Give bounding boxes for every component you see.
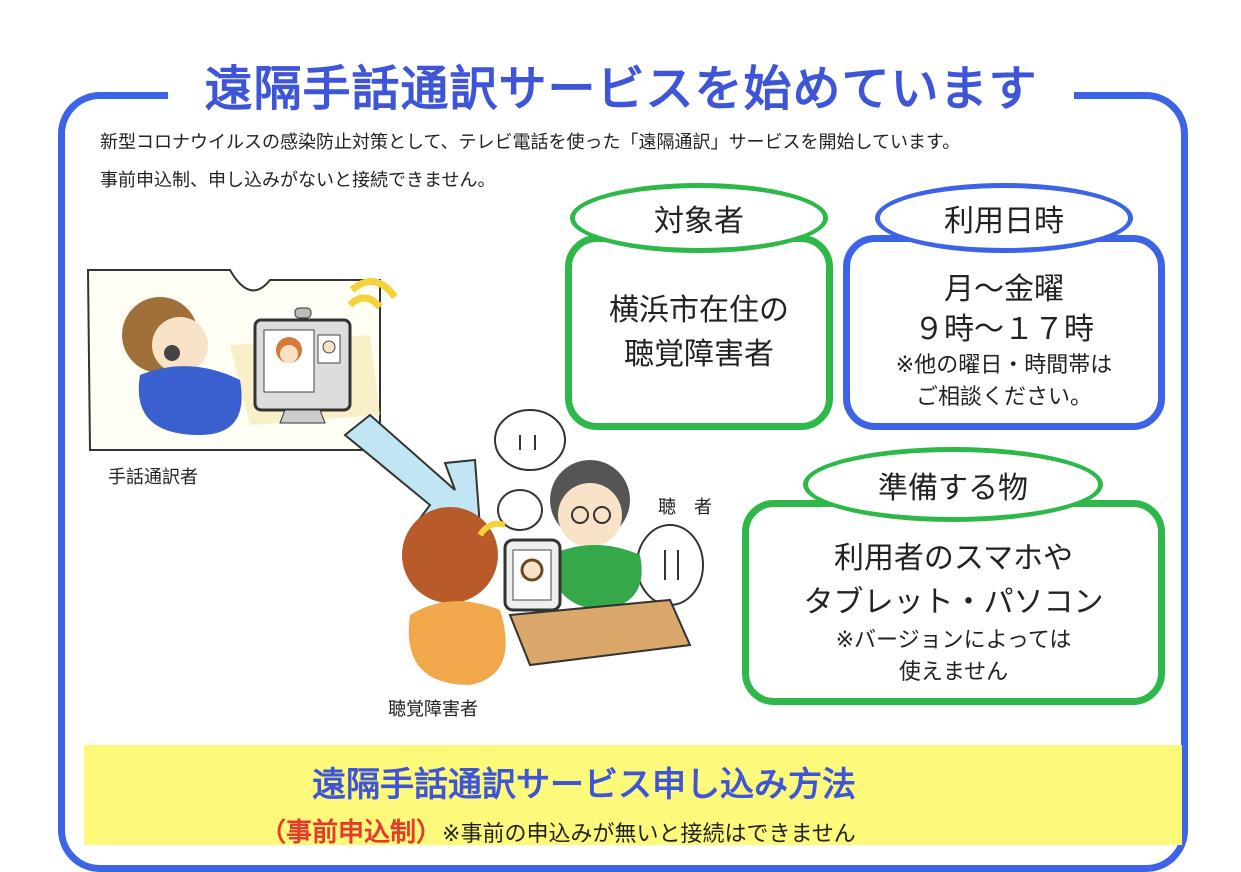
target-box: 横浜市在住の 聴覚障害者 bbox=[565, 235, 833, 430]
apply-sub-note: ※事前の申込みが無いと接続はできません bbox=[442, 822, 856, 847]
target-line-1: 横浜市在住の bbox=[609, 292, 789, 328]
prepare-note-2: 使えません bbox=[898, 659, 1009, 685]
apply-subtitle: （事前申込制）※事前の申込みが無いと接続はできません bbox=[260, 812, 856, 849]
hours-note-2: ご相談ください。 bbox=[915, 384, 1092, 410]
apply-band bbox=[84, 745, 1182, 845]
prepare-line-2: タブレット・パソコン bbox=[803, 584, 1104, 620]
prepare-note-1: ※バージョンによっては bbox=[835, 627, 1072, 653]
caption-interpreter: 手話通訳者 bbox=[108, 467, 198, 488]
intro-line-1: 新型コロナウイルスの感染防止対策として、テレビ電話を使った「遠隔通訳」サービスを… bbox=[100, 132, 961, 153]
prepare-line-1: 利用者のスマホや bbox=[833, 540, 1074, 576]
apply-sub-strong: （事前申込制） bbox=[260, 818, 443, 848]
hours-line-2: ９時～１７時 bbox=[914, 311, 1094, 347]
target-line-2: 聴覚障害者 bbox=[624, 336, 774, 372]
intro-line-2: 事前申込制、申し込みがないと接続できません。 bbox=[100, 170, 496, 191]
prepare-box: 利用者のスマホや タブレット・パソコン ※バージョンによっては 使えません bbox=[742, 500, 1165, 705]
remote-interpretation-illustration bbox=[86, 269, 704, 685]
hours-box: 月～金曜 ９時～１７時 ※他の曜日・時間帯は ご相談ください。 bbox=[843, 235, 1165, 430]
caption-deaf: 聴覚障害者 bbox=[388, 699, 478, 720]
hours-line-1: 月～金曜 bbox=[944, 271, 1064, 307]
apply-title: 遠隔手話通訳サービス申し込み方法 bbox=[312, 765, 856, 805]
caption-hearing: 聴 者 bbox=[658, 497, 712, 518]
target-label: 対象者 bbox=[570, 183, 828, 253]
hours-label: 利用日時 bbox=[875, 183, 1133, 253]
page-title: 遠隔手話通訳サービスを始めています bbox=[168, 55, 1074, 125]
prepare-label: 準備する物 bbox=[803, 447, 1103, 522]
hours-note-1: ※他の曜日・時間帯は bbox=[895, 352, 1113, 378]
